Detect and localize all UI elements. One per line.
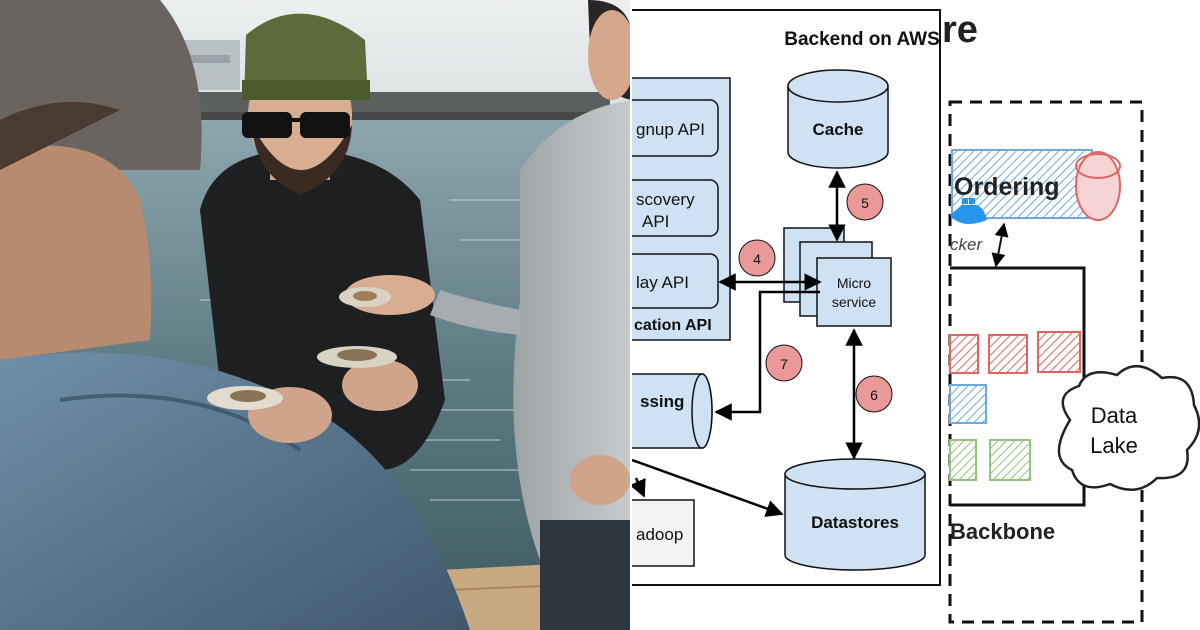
- step-number-6: 6: [870, 387, 878, 403]
- datastores-cylinder: [784, 458, 926, 571]
- diagram-canvas: re Ordering cker: [632, 9, 1200, 624]
- signup-api-label: gnup API: [636, 120, 705, 139]
- docker-label-fragment: cker: [950, 235, 983, 254]
- discovery-api-label-line2: API: [642, 212, 669, 231]
- docker-whale-icon: [950, 198, 987, 224]
- cache-label: Cache: [812, 120, 863, 139]
- ordering-db-icon: [1075, 151, 1121, 221]
- aws-backend-diagram: Backend on AWS gnup API scovery API lay …: [632, 9, 941, 586]
- signup-api-box: [632, 99, 719, 157]
- cache-datastore: [787, 69, 889, 169]
- datastores-label: Datastores: [811, 513, 899, 532]
- microservice-label-line2: service: [832, 294, 877, 310]
- data-lake-label-line1: Data: [1091, 403, 1138, 428]
- step-badge-5: [846, 183, 884, 221]
- step-number-7: 7: [780, 356, 788, 372]
- data-lake-label-line2: Lake: [1090, 433, 1138, 458]
- application-api-label: cation API: [634, 317, 712, 334]
- photo-illustration: [0, 0, 632, 630]
- ordering-label: Ordering: [954, 173, 1060, 201]
- hadoop-box: [632, 499, 695, 567]
- architecture-title-fragment: re: [942, 9, 978, 51]
- backbone-topic-boxes: [949, 331, 1081, 481]
- step-badge-4: [738, 239, 776, 277]
- architecture-diagrams: re Ordering cker: [632, 0, 1200, 630]
- step-badge-7: [765, 344, 803, 382]
- step-number-5: 5: [861, 195, 869, 211]
- backbone-diagram: re Ordering cker: [942, 9, 1200, 624]
- microservice-label-line1: Micro: [837, 275, 871, 291]
- stream-processing-label: ssing: [640, 392, 684, 411]
- play-api-box: [632, 253, 719, 309]
- stream-processing-node: [632, 373, 713, 449]
- oyster-tasting-photo: [0, 0, 632, 630]
- data-lake-cloud: [1057, 365, 1200, 491]
- step-badge-6: [855, 375, 893, 413]
- discovery-api-box: [632, 179, 719, 237]
- step-number-4: 4: [753, 251, 761, 267]
- microservice-processing-arrow: [714, 290, 820, 421]
- aws-backend-title: Backend on AWS: [784, 29, 940, 50]
- ordering-backbone-connector: [991, 222, 1009, 268]
- backbone-label: Backbone: [950, 519, 1055, 544]
- discovery-api-label-line1: scovery: [636, 190, 695, 209]
- play-api-label: lay API: [636, 273, 689, 292]
- hadoop-label: adoop: [636, 525, 683, 544]
- processing-datastore-arrow: [632, 458, 784, 517]
- processing-hadoop-arrow: [632, 477, 646, 498]
